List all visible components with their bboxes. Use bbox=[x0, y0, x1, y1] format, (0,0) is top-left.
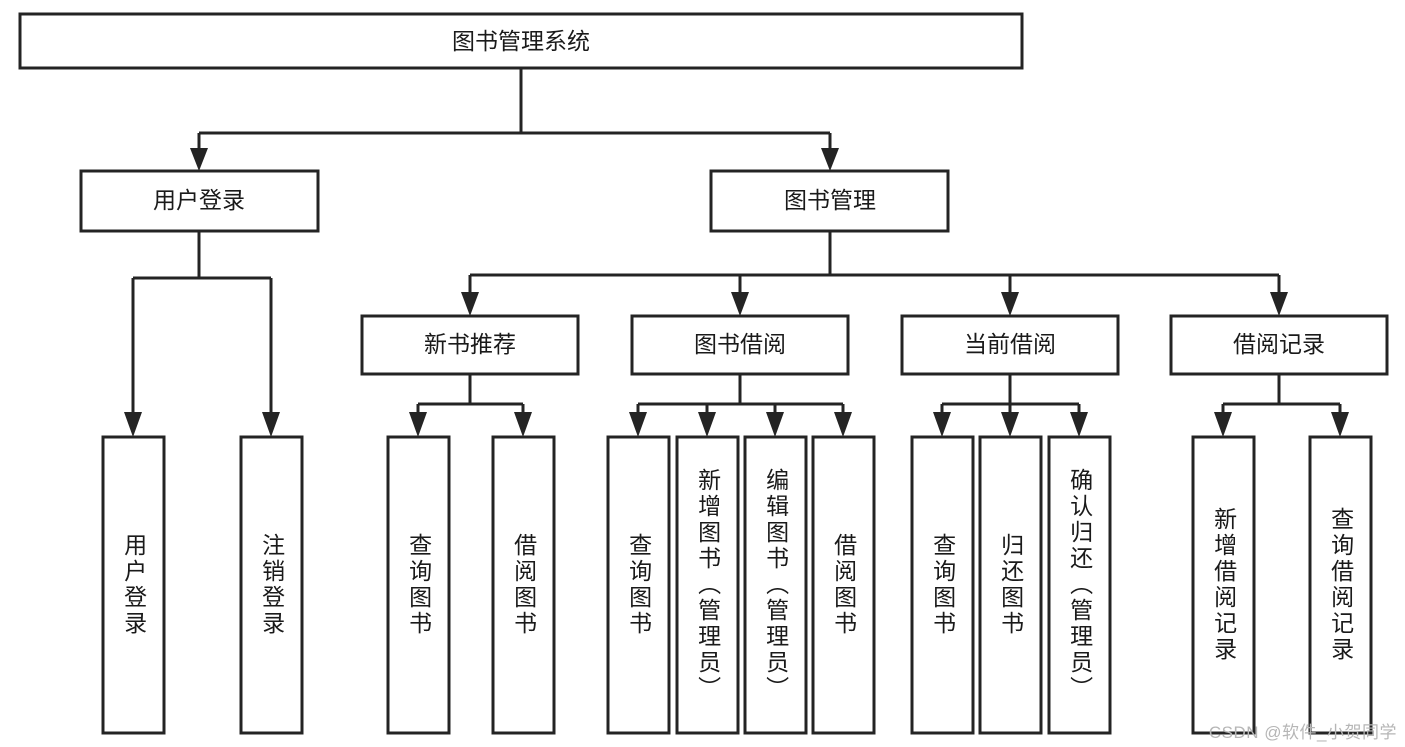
node-label-new-book-recommend: 新书推荐 bbox=[424, 331, 516, 357]
arrow-leaf-query-record bbox=[1331, 412, 1349, 437]
node-box-new-book-recommend[interactable] bbox=[360, 314, 580, 376]
node-box-leaf-add-record[interactable] bbox=[1191, 435, 1256, 735]
node-box-leaf-query-book-2[interactable] bbox=[606, 435, 671, 735]
arrow-user-login bbox=[190, 148, 208, 171]
connector-group-current-borrow bbox=[933, 374, 1088, 437]
node-box-borrow-record[interactable] bbox=[1169, 314, 1389, 376]
node-label-book-manage: 图书管理 bbox=[784, 187, 876, 213]
node-box-leaf-user-logout[interactable] bbox=[239, 435, 304, 735]
node-box-leaf-borrow-book-2[interactable] bbox=[811, 435, 876, 735]
connector-group-root bbox=[190, 68, 839, 171]
arrow-leaf-query-book-2 bbox=[629, 412, 647, 437]
watermark-text: CSDN @软件_小贺同学 bbox=[1208, 723, 1397, 742]
node-box-leaf-query-book-1[interactable] bbox=[386, 435, 451, 735]
node-box-root[interactable] bbox=[18, 12, 1024, 70]
arrow-new-book-recommend bbox=[461, 292, 479, 316]
node-box-leaf-edit-book[interactable] bbox=[743, 435, 808, 735]
connector-group-book-borrow bbox=[629, 374, 852, 437]
node-label-current-borrow: 当前借阅 bbox=[964, 331, 1056, 357]
arrow-leaf-add-book bbox=[698, 412, 716, 437]
arrow-leaf-return-book bbox=[1001, 412, 1019, 437]
arrow-book-borrow bbox=[731, 292, 749, 316]
node-box-current-borrow[interactable] bbox=[900, 314, 1120, 376]
arrow-book-manage bbox=[821, 148, 839, 171]
node-box-leaf-borrow-book-1[interactable] bbox=[491, 435, 556, 735]
arrow-borrow-record bbox=[1270, 292, 1288, 316]
node-box-leaf-query-record[interactable] bbox=[1308, 435, 1373, 735]
arrow-leaf-user-login bbox=[124, 412, 142, 437]
node-label-book-borrow: 图书借阅 bbox=[694, 331, 786, 357]
arrow-leaf-user-logout bbox=[262, 412, 280, 437]
arrow-leaf-add-record bbox=[1214, 412, 1232, 437]
node-label-root: 图书管理系统 bbox=[452, 28, 590, 54]
node-box-book-borrow[interactable] bbox=[630, 314, 850, 376]
node-label-user-login: 用户登录 bbox=[153, 187, 245, 213]
node-box-leaf-confirm-return[interactable] bbox=[1047, 435, 1112, 735]
node-box-leaf-user-login[interactable] bbox=[101, 435, 166, 735]
arrow-leaf-borrow-book-2 bbox=[834, 412, 852, 437]
node-box-leaf-add-book[interactable] bbox=[675, 435, 740, 735]
node-box-book-manage[interactable] bbox=[709, 169, 950, 233]
node-box-leaf-return-book[interactable] bbox=[978, 435, 1043, 735]
arrow-leaf-borrow-book-1 bbox=[514, 412, 532, 437]
connector-group-new-book-recommend bbox=[409, 374, 532, 437]
arrow-leaf-query-book-1 bbox=[409, 412, 427, 437]
node-label-borrow-record: 借阅记录 bbox=[1233, 331, 1325, 357]
connector-group-user-login bbox=[124, 231, 280, 437]
node-box-user-login[interactable] bbox=[79, 169, 320, 233]
arrow-leaf-query-book-3 bbox=[933, 412, 951, 437]
connector-group-book-manage bbox=[461, 231, 1288, 316]
node-box-leaf-query-book-3[interactable] bbox=[910, 435, 975, 735]
arrow-leaf-edit-book bbox=[766, 412, 784, 437]
connector-group-borrow-record bbox=[1214, 374, 1349, 437]
arrow-current-borrow bbox=[1001, 292, 1019, 316]
arrow-leaf-confirm-return bbox=[1070, 412, 1088, 437]
